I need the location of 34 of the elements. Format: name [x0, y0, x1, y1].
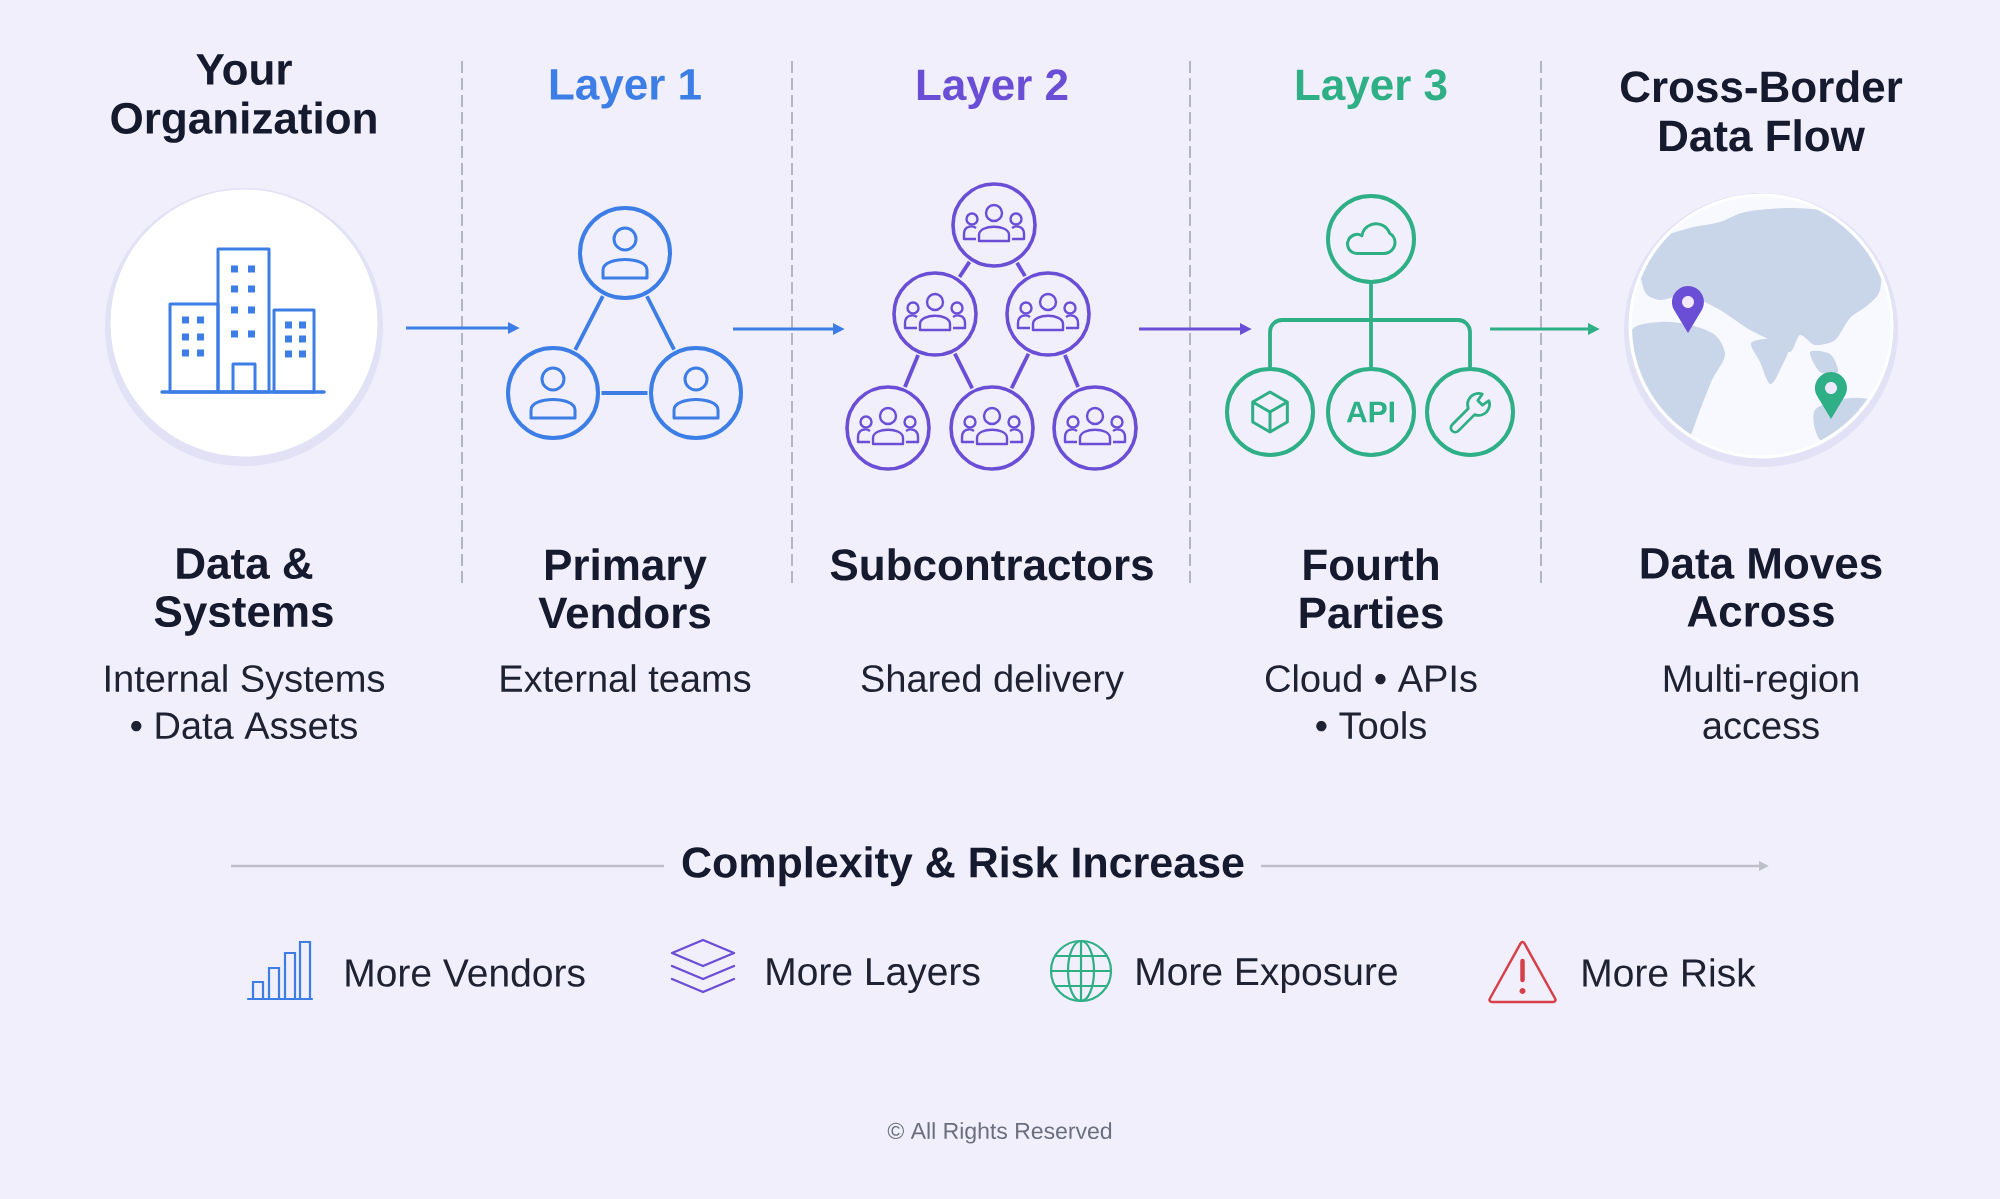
connector-line — [645, 295, 676, 351]
stage-title: Fourth Parties — [1300, 548, 1443, 629]
connector-line — [1009, 352, 1031, 390]
connector-line — [903, 354, 920, 388]
connector-line — [1063, 354, 1080, 388]
stage-title: Primary Vendors — [538, 548, 710, 629]
column-heading: Layer 3 — [1296, 69, 1447, 110]
connector-line — [573, 295, 605, 351]
connector-line — [1015, 261, 1027, 278]
stage-title: Data & Systems — [154, 548, 333, 636]
stage-title: Subcontractors — [830, 548, 1153, 581]
column-heading: Layer 1 — [550, 69, 701, 109]
trend-label: More Exposure — [1137, 958, 1397, 994]
stage-description: Shared delivery — [861, 664, 1124, 700]
connector-line — [601, 391, 648, 395]
trend-label: More Layers — [767, 958, 980, 994]
trend-label: More Risk — [1583, 958, 1756, 987]
stage-description: Multi-region access — [1664, 664, 1858, 740]
connector-line — [957, 260, 972, 279]
connector-line — [953, 352, 974, 390]
connector-line — [1369, 320, 1373, 367]
column-heading: Your Organization — [111, 54, 376, 143]
trend-label: More Vendors — [346, 958, 585, 987]
copyright-notice: © All Rights Reserved — [887, 1122, 1112, 1144]
stage-description: External teams — [501, 664, 751, 693]
section-heading: Complexity & Risk Increase — [682, 846, 1244, 887]
connector-line — [1268, 318, 1371, 367]
column-heading: Layer 2 — [917, 69, 1068, 110]
stage-title: Data Moves Across — [1641, 548, 1882, 627]
connector-line — [1371, 318, 1472, 367]
stage-description: Cloud • APIs • Tools — [1265, 664, 1477, 740]
connector-line — [1369, 284, 1373, 320]
column-heading: Cross-Border Data Flow — [1621, 70, 1903, 152]
stage-description: Internal Systems • Data Assets — [106, 664, 385, 740]
